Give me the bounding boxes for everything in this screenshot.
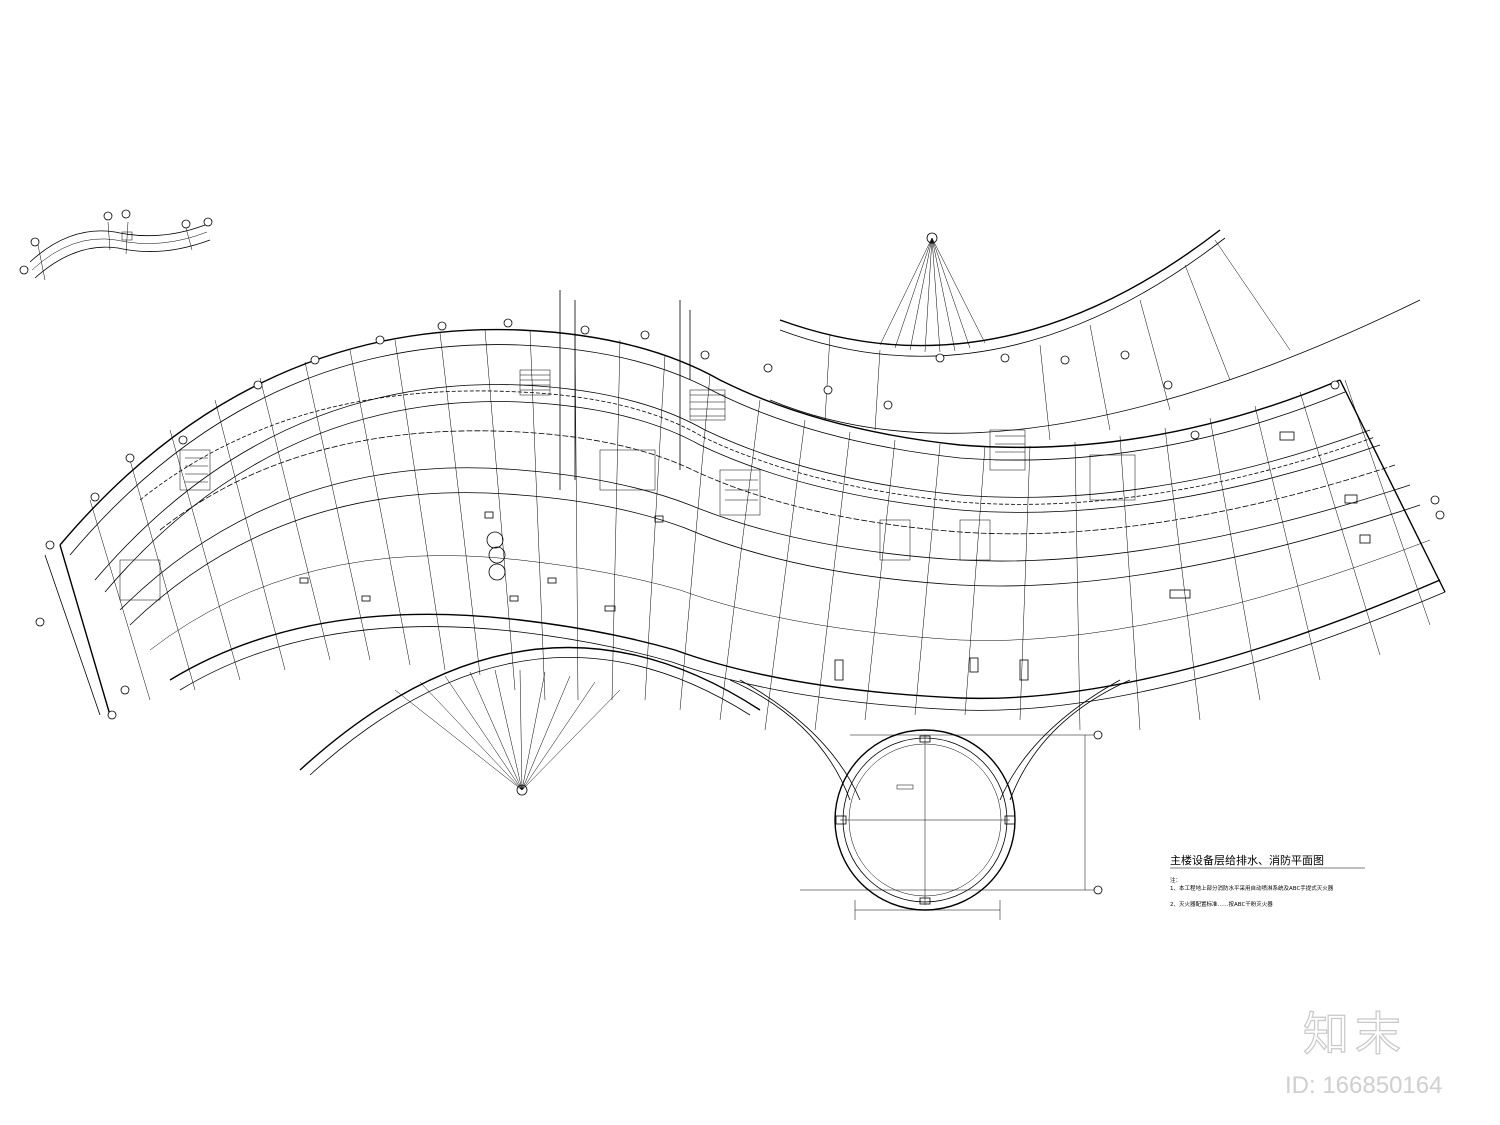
- axis-bubbles: [35, 318, 1445, 720]
- drawing-title: 主楼设备层给排水、消防平面图: [1170, 853, 1324, 867]
- equipment-markers: [299, 431, 1371, 681]
- radial-grid-lines: [89, 329, 1431, 731]
- note-header: 注：: [1170, 876, 1181, 884]
- watermark-id: ID: 166850164: [1285, 1072, 1442, 1099]
- rooms-and-pipes: [119, 290, 1396, 601]
- watermark-logo: 知末: [1303, 1007, 1407, 1061]
- top-fan-canopy: [769, 229, 1421, 441]
- bottom-fan-canopy: [299, 646, 761, 796]
- title-block: 主楼设备层给排水、消防平面图 注： 1、本工程地上部分消防水平采用自动喷淋系统及…: [1170, 853, 1365, 908]
- key-plan: [19, 209, 213, 281]
- note-line-2: 2、灭火器配置标准……按ABC干粉灭火器: [1170, 900, 1273, 908]
- circular-structure: [729, 679, 1131, 920]
- watermark: 知末 ID: 166850164: [1285, 1006, 1442, 1099]
- note-line-1: 1、本工程地上部分消防水平采用自动喷淋系统及ABC手提式灭火器: [1170, 884, 1334, 892]
